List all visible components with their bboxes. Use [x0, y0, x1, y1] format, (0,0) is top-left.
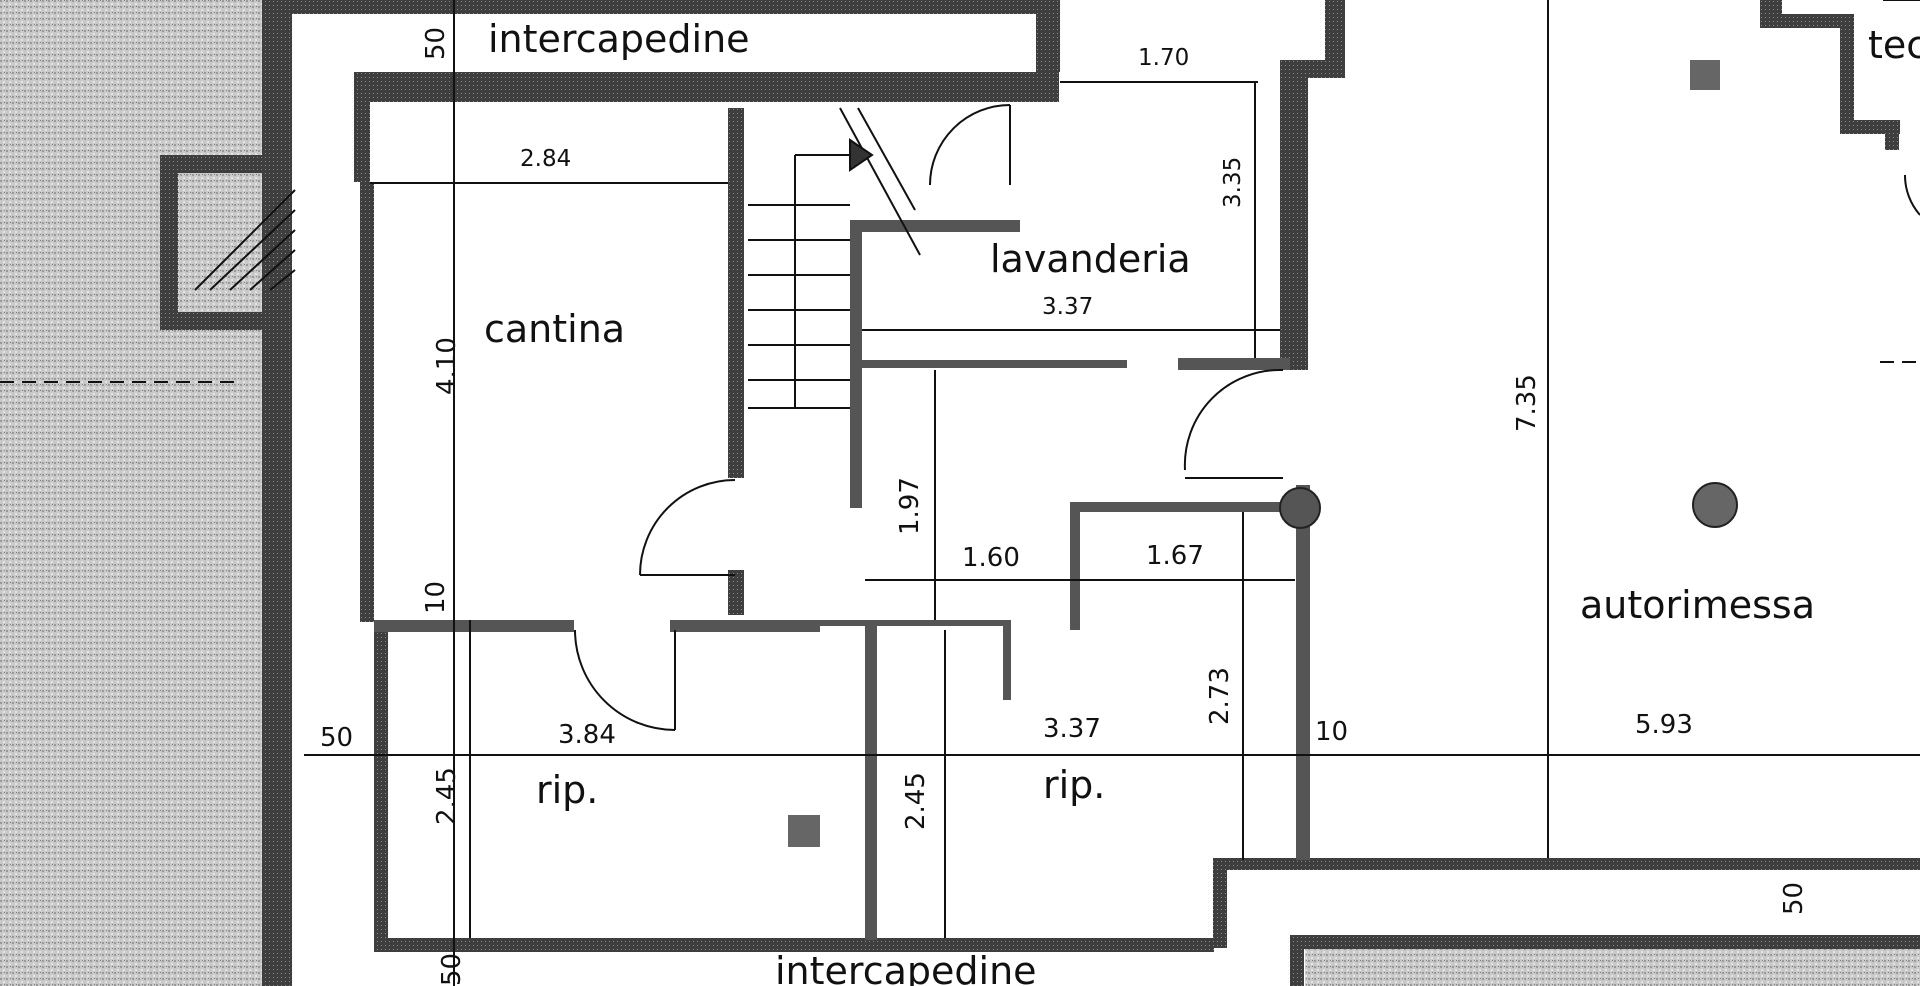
dim-label-2-45-left: 2.45	[432, 767, 462, 825]
dim-label-4-10: 4.10	[432, 337, 462, 395]
terrain-hatch-left	[0, 0, 262, 986]
room-label-tec-cut: tec	[1868, 23, 1920, 67]
dim-label-50-left: 50	[320, 723, 353, 753]
partitions	[374, 220, 1310, 940]
room-label-intercapedine-bottom: intercapedine	[775, 949, 1037, 986]
room-label-intercapedine-top: intercapedine	[488, 17, 750, 61]
dim-label-2-84: 2.84	[520, 146, 571, 172]
dim-label-10-right: 10	[1315, 717, 1348, 747]
dim-label-1-97: 1.97	[895, 477, 925, 535]
dim-label-3-84: 3.84	[558, 720, 616, 750]
dim-label-1-60: 1.60	[962, 543, 1020, 573]
terrain-hatch-bottom-right	[1305, 945, 1920, 986]
dim-label-1-67: 1.67	[1146, 541, 1204, 571]
room-label-autorimessa: autorimessa	[1580, 583, 1815, 627]
dim-label-3-37-bottom: 3.37	[1043, 714, 1101, 744]
dim-label-3-37-top: 3.37	[1042, 294, 1093, 320]
dim-label-3-35: 3.35	[1220, 157, 1246, 208]
dim-label-2-45-mid: 2.45	[901, 772, 931, 830]
column-garage-entry	[1279, 487, 1321, 529]
dim-label-1-70: 1.70	[1138, 45, 1189, 71]
dim-label-50-right: 50	[1779, 882, 1809, 915]
drain-garage	[1690, 60, 1720, 90]
dim-label-5-93: 5.93	[1635, 710, 1693, 740]
drain-rip	[788, 815, 820, 847]
room-label-lavanderia: lavanderia	[990, 237, 1191, 281]
door-swings	[574, 104, 1920, 731]
column-garage	[1692, 482, 1738, 528]
room-label-cantina: cantina	[484, 307, 625, 351]
room-label-rip-left: rip.	[536, 768, 598, 812]
dim-label-7-35: 7.35	[1512, 374, 1542, 432]
dim-label-50-bottom: 50	[437, 953, 467, 986]
room-label-rip-right: rip.	[1043, 763, 1105, 807]
dim-label-10-left: 10	[421, 581, 451, 614]
walls	[160, 0, 1920, 986]
staircase	[748, 107, 921, 409]
dim-label-50-top: 50	[421, 27, 451, 60]
dim-label-2-73: 2.73	[1205, 667, 1235, 725]
window-well-stairs	[194, 189, 296, 291]
